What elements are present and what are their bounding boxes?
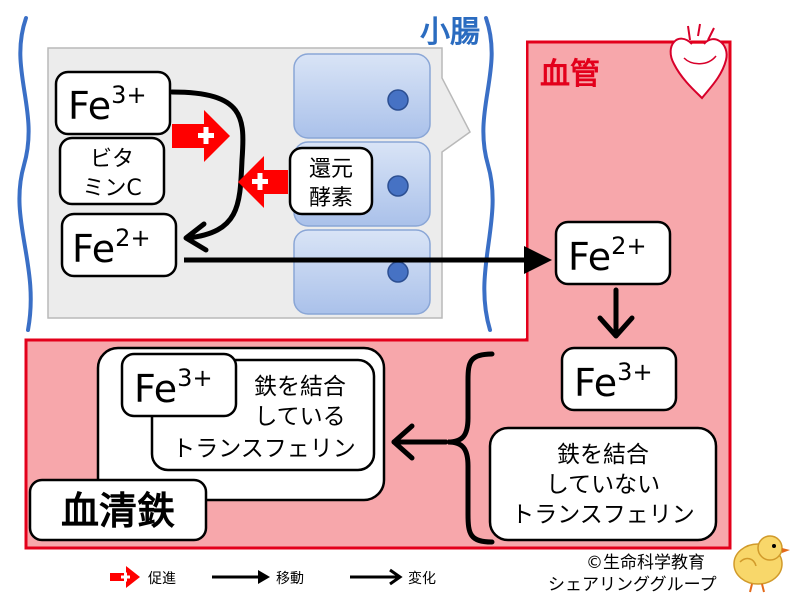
intestinal-cell-3: [293, 229, 431, 315]
reduction-change-arrow: [169, 89, 246, 241]
legend-promote-icon: [110, 566, 140, 588]
oxidation-change-arrowhead: [597, 315, 635, 339]
serum-iron-label: 血清鉄: [61, 489, 175, 533]
legend: 促進 移動 変化: [110, 566, 436, 588]
legend-promote-label: 促進: [148, 571, 176, 587]
apo-transferrin-line2: していない: [546, 472, 660, 498]
bound-fe3-label: Fe3+: [134, 364, 213, 411]
cell-nucleus-3: [387, 261, 409, 283]
blood-vessel-label: 血管: [540, 57, 600, 92]
holo-transferrin-line1: 鉄を結合: [254, 374, 346, 400]
intestine-left-wave: [17, 16, 33, 332]
vitamin-c-label-line2: ミンC: [82, 176, 141, 201]
intestinal-cell-1: [293, 53, 431, 139]
intestine-label: 小腸: [420, 15, 480, 50]
apo-transferrin-line3: トランスフェリン: [511, 502, 695, 528]
fe3-ion-box-top: [54, 70, 172, 136]
reductase-label-line2: 酵素: [309, 186, 353, 211]
binding-change-arrowhead: [391, 423, 415, 461]
holo-transferrin-line3: トランスフェリン: [172, 436, 356, 462]
credit-line2: シェアリンググループ: [548, 575, 717, 595]
fe3-ion-label-top: Fe3+: [68, 81, 147, 128]
heart-icon: [669, 23, 728, 100]
reduction-change-arrowhead: [183, 221, 209, 253]
fe3-ion-label-right: Fe3+: [574, 358, 653, 405]
cell-nucleus-2: [387, 175, 409, 197]
holo-transferrin-line2: している: [254, 404, 345, 430]
promote-arrow-vitamin-c: [172, 110, 230, 162]
vitamin-c-box: [58, 136, 166, 206]
credit-line1: ©生命科学教育: [586, 553, 705, 573]
serum-iron-box: [28, 478, 208, 542]
apo-transferrin-line1: 鉄を結合: [557, 442, 649, 468]
fe2-transport-arrowhead: [524, 246, 552, 274]
fe2-ion-label-left: Fe2+: [72, 224, 151, 271]
fe3-ion-box-right: [560, 346, 678, 412]
fe2-ion-box-left: [60, 212, 178, 278]
reductase-label-line1: 還元: [309, 157, 353, 182]
chick-mascot-icon: [733, 535, 790, 593]
fe2-ion-label-right: Fe2+: [568, 232, 647, 279]
legend-move-icon: [212, 570, 270, 584]
apo-transferrin-box: [488, 426, 718, 542]
reductase-box: [288, 146, 374, 216]
bound-fe3-box: [120, 352, 238, 418]
cell-nucleus-1: [387, 89, 409, 111]
intestine-right-wave: [481, 16, 495, 332]
legend-change-icon: [350, 568, 403, 586]
fe2-ion-box-right: [554, 220, 672, 286]
promote-arrow-reductase: [238, 156, 288, 208]
legend-move-label: 移動: [276, 571, 304, 587]
legend-change-label: 変化: [408, 570, 436, 587]
vitamin-c-label-line1: ビタ: [90, 147, 134, 172]
